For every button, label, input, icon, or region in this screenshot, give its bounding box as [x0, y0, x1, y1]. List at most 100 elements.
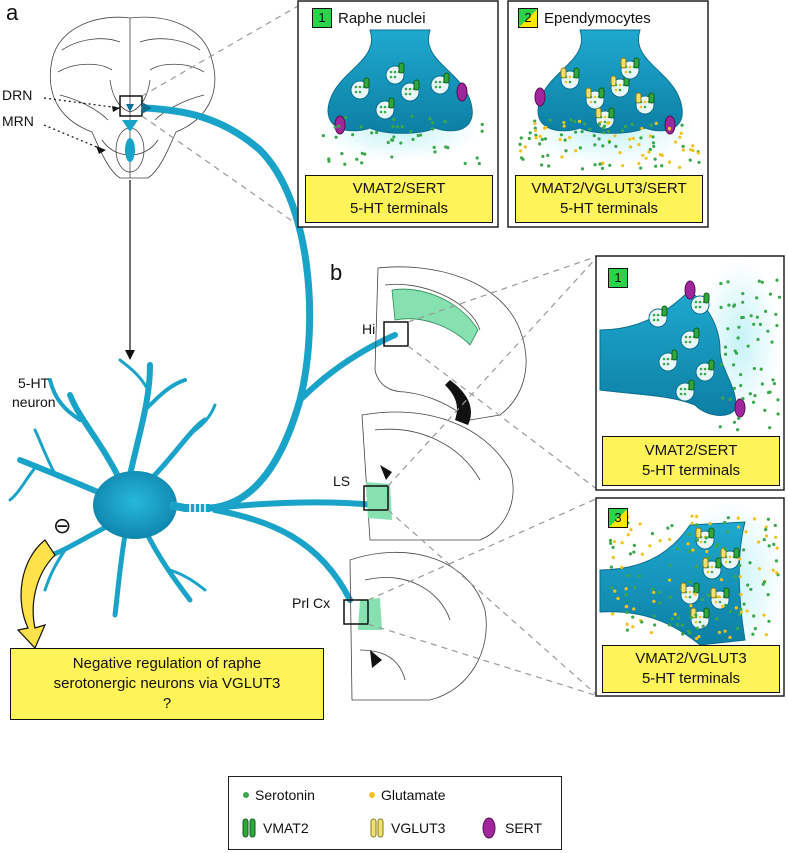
vesicle-content-dot — [404, 87, 408, 91]
transmitter-dot — [728, 397, 732, 401]
vesicle-content-dot — [699, 372, 703, 376]
vesicle-content-dot — [564, 80, 568, 84]
vesicle-content-dot — [438, 85, 442, 89]
transmitter-dot — [327, 157, 331, 161]
transmitter-dot — [632, 550, 636, 554]
transmitter-dot — [658, 539, 662, 543]
vesicle-content-dot — [404, 92, 408, 96]
vglut3-transporter — [585, 87, 592, 99]
transmitter-dot — [726, 327, 730, 331]
vglut3-transporter — [610, 75, 617, 87]
vesicle-content-dot — [706, 570, 710, 574]
transmitter-dot — [775, 571, 779, 575]
transmitter-dot — [738, 612, 742, 617]
serotonergic-neuron — [8, 358, 217, 618]
vesicle-content-dot — [389, 70, 393, 74]
transmitter-dot — [720, 396, 725, 400]
vmat2-transporter — [598, 87, 605, 99]
transmitter-dot — [654, 164, 658, 168]
transmitter-dot — [688, 580, 692, 584]
vmat2-transporter — [413, 79, 420, 91]
transmitter-dot — [386, 140, 390, 145]
transmitter-dot — [543, 137, 548, 141]
box4-badge: 3 — [608, 508, 628, 528]
vesicle-content-dot — [694, 620, 698, 624]
transmitter-dot — [667, 127, 672, 131]
transmitter-dot — [720, 362, 724, 367]
transmitter-dot — [608, 538, 613, 543]
transmitter-dot — [774, 559, 779, 563]
vesicle-content-dot — [408, 92, 412, 96]
transmitter-dot — [723, 629, 727, 633]
transmitter-dot — [518, 142, 522, 146]
transmitter-dot — [637, 161, 641, 166]
vesicle-content-dot — [656, 318, 660, 322]
transmitter-dot — [771, 568, 775, 572]
transmitter-dot — [351, 133, 355, 137]
transmitter-dot — [705, 549, 709, 554]
transmitter-dot — [704, 536, 708, 540]
transmitter-dot — [739, 607, 743, 611]
region-label-hi: Hi — [362, 321, 376, 337]
transmitter-dot — [669, 563, 673, 568]
transmitter-dot — [739, 372, 743, 377]
transmitter-dot — [697, 634, 701, 639]
transmitter-dot — [533, 121, 537, 126]
transmitter-dot — [667, 537, 672, 542]
vglut3-transporter — [560, 67, 567, 79]
transmitter-dot — [546, 153, 550, 157]
vesicle-content-dot — [358, 85, 362, 89]
transmitter-dot — [416, 133, 420, 138]
transmitter-dot — [626, 533, 630, 537]
box1-caption: VMAT2/SERT 5-HT terminals — [305, 175, 493, 223]
transmitter-dot — [624, 587, 628, 591]
transmitter-dot — [670, 523, 674, 528]
transmitter-dot — [752, 366, 756, 371]
transmitter-dot — [677, 616, 681, 620]
transmitter-dot — [694, 613, 698, 617]
vesicle-content-dot — [379, 110, 383, 114]
transmitter-dot — [772, 542, 776, 547]
transmitter-dot — [757, 567, 762, 571]
transmitter-dot — [639, 166, 643, 170]
transmitter-dot — [772, 382, 776, 386]
vesicle-content-dot — [618, 83, 622, 87]
transmitter-dot — [649, 123, 653, 127]
vmat2-icon — [242, 818, 256, 838]
box3-caption-line1: VMAT2/SERT — [644, 442, 738, 459]
transmitter-dot — [723, 547, 727, 551]
box1-caption-line2: 5-HT terminals — [349, 200, 449, 217]
transmitter-dot — [647, 150, 651, 154]
transmitter-dot — [748, 392, 752, 396]
transmitter-dot — [686, 542, 690, 546]
regulation-line1: Negative regulation of raphe — [72, 655, 262, 672]
transmitter-dot — [528, 131, 532, 135]
transmitter-dot — [738, 557, 742, 561]
transmitter-dot — [560, 155, 564, 159]
transmitter-dot — [723, 345, 728, 349]
vmat2-transporter — [723, 587, 730, 599]
transmitter-dot — [762, 538, 766, 542]
transmitter-dots — [321, 114, 782, 641]
region-label-ls: LS — [333, 473, 351, 489]
transmitter-dot — [771, 378, 775, 382]
box4-caption-line2: 5-HT terminals — [641, 670, 741, 687]
transmitter-dot — [678, 135, 682, 139]
transmitter-dot — [738, 563, 742, 568]
box2-badge: 2 — [518, 8, 538, 28]
vmat2-transporter — [388, 97, 395, 109]
transmitter-dot — [602, 130, 606, 135]
regulation-box: Negative regulation of raphe serotonergi… — [10, 648, 324, 720]
transmitter-dot — [606, 129, 611, 134]
transmitter-dot — [588, 127, 592, 131]
legend-glutamate: Glutamate — [369, 787, 446, 803]
transmitter-dot — [538, 142, 542, 146]
transmitter-dot — [395, 125, 399, 129]
transmitter-dot — [734, 606, 738, 610]
vesicle-content-dot — [643, 100, 647, 104]
transmitter-dot — [321, 134, 325, 138]
transmitter-dot — [623, 124, 627, 129]
transmitter-dot — [606, 121, 610, 125]
vesicle-content-dot — [699, 367, 703, 371]
transmitter-dot — [752, 517, 757, 521]
